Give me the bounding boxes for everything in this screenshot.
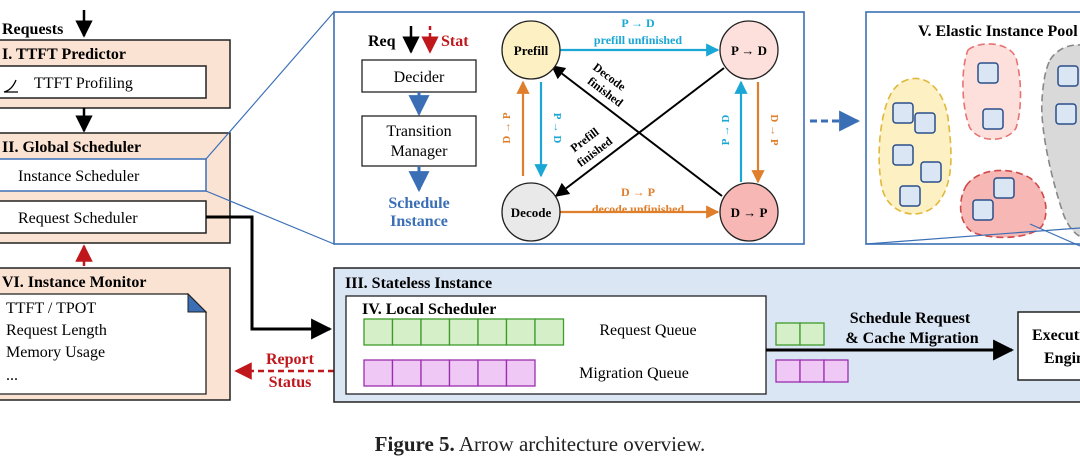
bottom-transition-label-1: D → P [621, 185, 655, 199]
instance-square [972, 199, 994, 221]
top-transition-label-1: P → D [621, 16, 655, 30]
monitor-item: Request Length [6, 322, 107, 339]
dispatch-arrow [206, 215, 333, 340]
migration-queue-cells [363, 359, 536, 387]
transition-manager-label-2: Manager [391, 143, 449, 160]
pd-state-label: P → D [731, 43, 767, 58]
zoom-line-bottom [205, 190, 335, 245]
instance-scheduler-box [0, 158, 207, 192]
monitor-item: ... [6, 367, 18, 384]
dispatched-migration-cell [775, 359, 801, 383]
dp-to-prefill-arrow [550, 65, 723, 197]
request-queue-label: Request Queue [599, 322, 696, 339]
instance-label: Instance [390, 213, 448, 230]
ttft-profiling-label: TTFT Profiling [34, 75, 133, 92]
prefill-state [501, 20, 561, 80]
requests-label: Requests [2, 21, 63, 38]
decode-state-label: Decode [511, 205, 552, 220]
execution-engine-box [1017, 311, 1080, 381]
req-label: Req [368, 33, 396, 50]
schedule-request-label: Schedule Request [850, 310, 971, 327]
request-queue-cells [363, 318, 565, 346]
instance-square [1057, 65, 1079, 87]
dispatched-request-cell [799, 322, 825, 346]
dp-state [719, 182, 779, 242]
global-scheduler-title: II. Global Scheduler [2, 139, 141, 156]
dispatched-migration-cell [823, 359, 849, 383]
engine-label: Engine [1044, 350, 1080, 367]
monitor-item: Memory Usage [6, 344, 105, 361]
execution-label: Execution [1032, 327, 1080, 344]
cache-migration-label: & Cache Migration [845, 330, 978, 347]
instance-square [1055, 103, 1077, 125]
instance-square [920, 161, 942, 183]
schedule-label: Schedule [388, 195, 449, 212]
pd-state [719, 20, 779, 80]
monitor-document [0, 293, 207, 395]
request-queue-cell [363, 318, 394, 346]
transition-manager-label-1: Transition [386, 123, 451, 140]
instance-square [977, 62, 999, 84]
bottom-transition-label-2: decode unfinished [592, 202, 685, 216]
stat-label: Stat [441, 33, 469, 50]
request-queue-cell [448, 318, 479, 346]
instance-monitor-title: VI. Instance Monitor [2, 274, 146, 291]
request-queue-cell [534, 318, 565, 346]
decider-label: Decider [394, 69, 445, 86]
dispatched-request-cells [775, 322, 825, 346]
report-label: Report [266, 351, 315, 368]
ttft-predictor-title: I. TTFT Predictor [2, 46, 126, 63]
migration-queue-cell [505, 359, 536, 387]
document-fold-icon [187, 292, 208, 313]
request-queue-cell [391, 318, 422, 346]
figure-text: Arrow architecture overview. [458, 432, 706, 456]
instance-square [982, 108, 1004, 130]
request-queue-cell [505, 318, 536, 346]
local-scheduler-title: IV. Local Scheduler [362, 301, 496, 318]
elastic-pool-title: V. Elastic Instance Pool [918, 23, 1078, 40]
left-down-label: P → D [551, 113, 563, 144]
ttft-profiling-box [0, 65, 207, 99]
request-queue-cell [477, 318, 508, 346]
top-transition-label-2: prefill unfinished [594, 33, 682, 47]
right-up-label: P → D [720, 115, 732, 146]
dp-state-label: D → P [731, 205, 768, 220]
decode-group-blob [1040, 44, 1080, 238]
migration-queue-cell [477, 359, 508, 387]
instance-square [914, 112, 936, 134]
figure-number: Figure 5. [374, 432, 455, 456]
migration-queue-cell [448, 359, 479, 387]
right-down-label: D → P [768, 114, 780, 145]
prefill-state-label: Prefill [514, 43, 549, 58]
monitor-item: TTFT / TPOT [6, 300, 96, 317]
migration-queue-label: Migration Queue [579, 365, 689, 382]
migration-queue-cell [391, 359, 422, 387]
left-up-label: D → P [501, 112, 513, 143]
migration-queue-cell [363, 359, 394, 387]
instance-scheduler-label: Instance Scheduler [18, 168, 140, 185]
dispatched-request-cell [775, 322, 801, 346]
instance-square [892, 144, 914, 166]
status-label: Status [269, 374, 312, 391]
migration-queue-cell [420, 359, 451, 387]
pd-to-decode-arrow [554, 67, 725, 197]
curve-icon [3, 79, 18, 93]
instance-square [899, 185, 921, 207]
zoom-line-top [205, 11, 335, 160]
stateless-instance-title: III. Stateless Instance [345, 275, 492, 292]
instance-square [993, 177, 1015, 199]
dispatched-migration-cell [799, 359, 825, 383]
pool-zoom-line-right [1029, 223, 1080, 247]
figure-caption: Figure 5. Arrow architecture overview. [0, 432, 1080, 457]
dispatched-migration-cells [775, 359, 849, 383]
decode-state [501, 182, 561, 242]
request-queue-cell [420, 318, 451, 346]
request-scheduler-label: Request Scheduler [18, 210, 138, 227]
instance-square [892, 102, 914, 124]
